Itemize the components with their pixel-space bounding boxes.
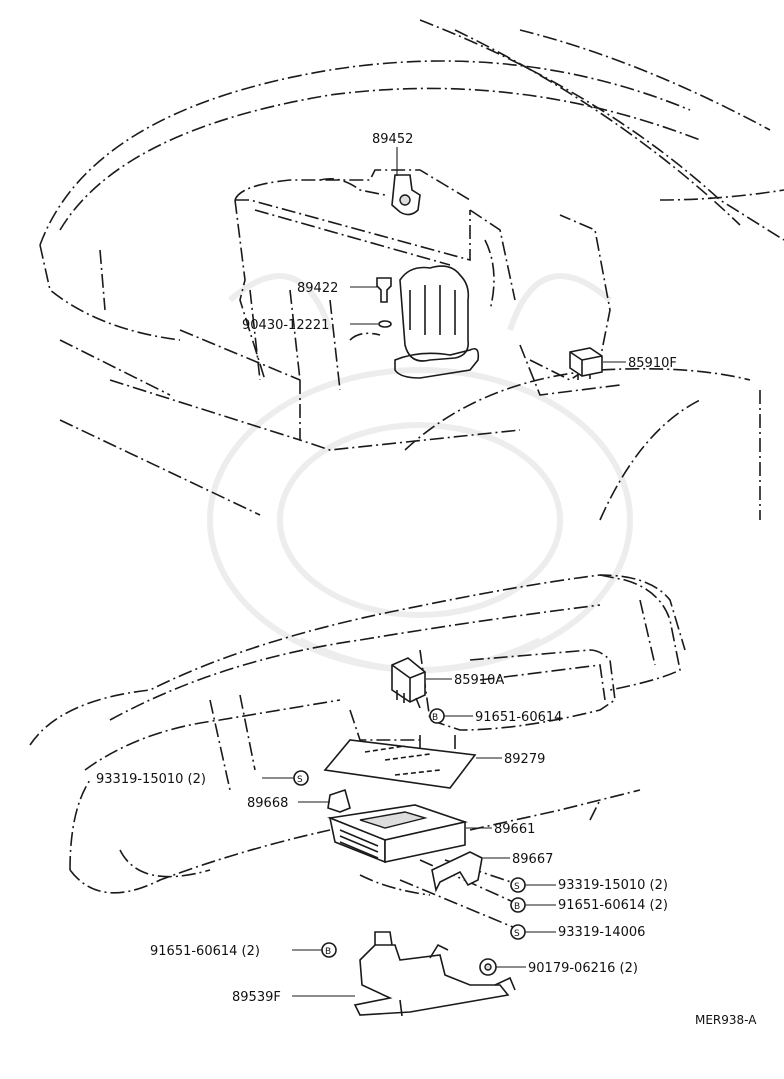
callout-89661: 89661 <box>494 822 535 837</box>
svg-text:B: B <box>325 947 331 957</box>
callout-89452: 89452 <box>372 132 413 147</box>
callout-89667: 89667 <box>512 852 553 867</box>
part-89422-sensor <box>350 277 392 303</box>
callout-89422: 89422 <box>297 281 338 296</box>
callout-91651-a: 91651-60614 <box>475 710 562 725</box>
engine-bay-outline <box>39 19 784 521</box>
part-89539f-bracket <box>292 931 516 1017</box>
bolt-symbol-91651-b: B <box>510 897 556 913</box>
nut-symbol-90179 <box>479 958 526 976</box>
dashboard-outline <box>29 574 686 931</box>
callout-90179: 90179-06216 (2) <box>528 961 638 976</box>
part-89667-bracket <box>431 851 510 893</box>
svg-text:S: S <box>514 929 520 939</box>
part-89668-bracket <box>298 788 351 813</box>
svg-text:S: S <box>297 775 303 785</box>
svg-text:B: B <box>432 713 438 723</box>
callout-89668: 89668 <box>247 796 288 811</box>
part-85910f-relay <box>569 347 626 380</box>
bolt-symbol-91651-a: B <box>429 708 473 724</box>
engine-block <box>234 169 516 391</box>
callout-93319-a: 93319-15010 (2) <box>96 772 206 787</box>
callout-93319-c: 93319-14006 <box>558 925 645 940</box>
watermark-logo <box>207 273 633 673</box>
callout-85910f: 85910F <box>628 356 677 371</box>
svg-text:S: S <box>514 882 520 892</box>
part-90430-gasket <box>350 320 392 328</box>
part-89661-ecu <box>326 804 492 864</box>
callout-91651-c: 91651-60614 (2) <box>150 944 260 959</box>
callout-89279: 89279 <box>504 752 545 767</box>
callout-89539f: 89539F <box>232 990 281 1005</box>
callout-91651-b: 91651-60614 (2) <box>558 898 668 913</box>
screw-symbol-93319-c: S <box>510 924 556 940</box>
screw-symbol-93319-b: S <box>510 877 556 893</box>
part-89279-cover <box>323 739 502 789</box>
callout-93319-b: 93319-15010 (2) <box>558 878 668 893</box>
svg-text:B: B <box>514 902 520 912</box>
part-89452-sensor <box>391 147 421 216</box>
diagram-code: MER938-A <box>695 1013 757 1027</box>
part-85910a-relay <box>391 657 452 709</box>
bolt-symbol-91651-c: B <box>292 942 337 958</box>
callout-85910a: 85910A <box>454 673 504 688</box>
callout-90430: 90430-12221 <box>242 318 329 333</box>
screw-symbol-93319-a: S <box>262 770 309 786</box>
